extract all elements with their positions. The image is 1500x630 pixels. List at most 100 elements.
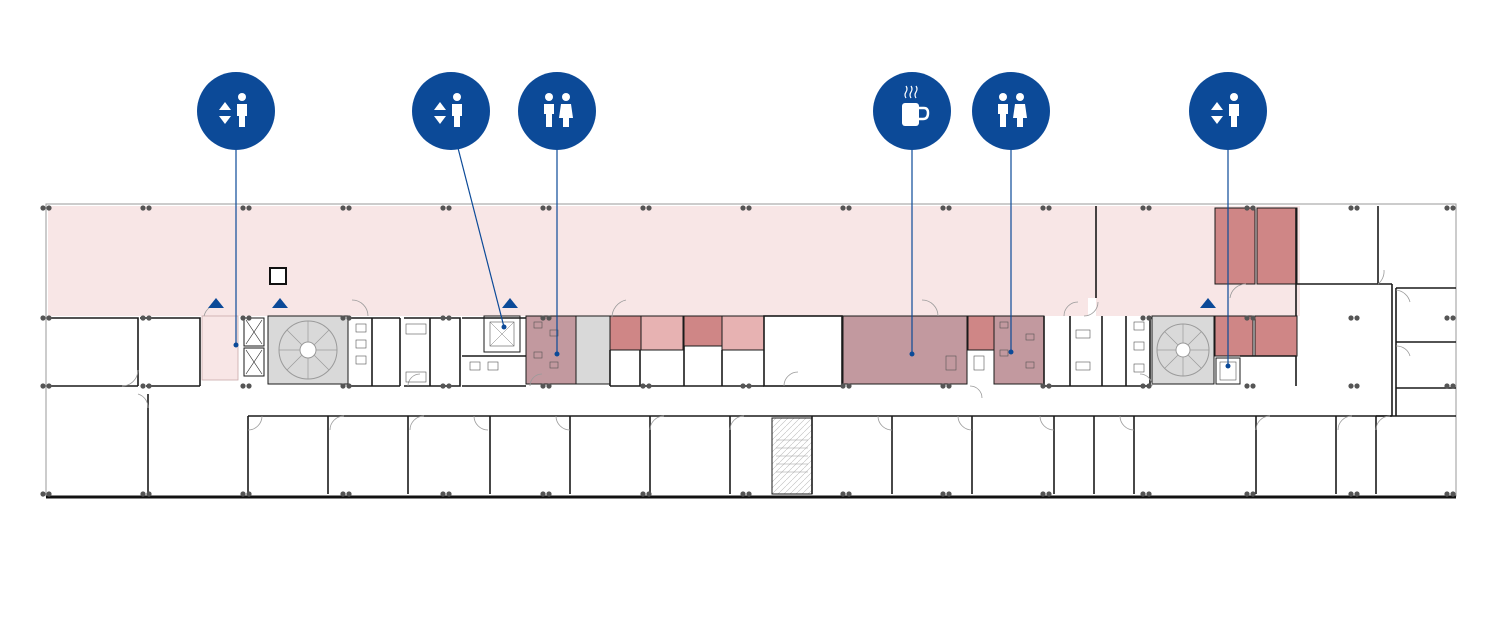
- column: [40, 315, 46, 321]
- marker-elevator-2[interactable]: [412, 72, 490, 150]
- room: [1256, 207, 1298, 285]
- column: [446, 205, 452, 211]
- elevator-icon: [219, 93, 247, 127]
- column: [340, 205, 346, 211]
- room: [967, 315, 995, 351]
- column: [1450, 491, 1456, 497]
- column: [1046, 491, 1052, 497]
- column: [540, 383, 546, 389]
- service-room: [575, 315, 611, 385]
- room: [1214, 207, 1256, 285]
- column: [440, 383, 446, 389]
- column: [740, 205, 746, 211]
- column: [1140, 205, 1146, 211]
- entrance-marker: [272, 298, 288, 308]
- cafe-room: [842, 315, 968, 385]
- column: [1040, 205, 1046, 211]
- structural-columns: [40, 205, 1456, 497]
- column: [346, 491, 352, 497]
- highlighted-rooms: [525, 207, 1298, 385]
- column: [1444, 491, 1450, 497]
- column: [1444, 205, 1450, 211]
- column: [140, 383, 146, 389]
- column: [740, 491, 746, 497]
- room: [1214, 315, 1254, 357]
- column: [1140, 491, 1146, 497]
- elevator-icon: [1211, 93, 1239, 127]
- column: [640, 491, 646, 497]
- column: [1450, 383, 1456, 389]
- marker-elevator-3[interactable]: [1189, 72, 1267, 150]
- column: [540, 315, 546, 321]
- column: [1146, 491, 1152, 497]
- column: [1444, 383, 1450, 389]
- column: [1146, 383, 1152, 389]
- column: [446, 315, 452, 321]
- column: [1244, 383, 1250, 389]
- walls: [48, 206, 1456, 494]
- column: [246, 205, 252, 211]
- column: [40, 491, 46, 497]
- column: [440, 491, 446, 497]
- column: [146, 205, 152, 211]
- column: [46, 491, 52, 497]
- marker-coffee[interactable]: [873, 72, 951, 150]
- doors: [121, 269, 1411, 431]
- column: [1250, 491, 1256, 497]
- room: [609, 315, 642, 351]
- room: [640, 315, 684, 351]
- column: [446, 383, 452, 389]
- column: [946, 383, 952, 389]
- column: [1348, 315, 1354, 321]
- restroom-room: [525, 315, 577, 385]
- column: [1450, 315, 1456, 321]
- column: [646, 205, 652, 211]
- column: [546, 205, 552, 211]
- room: [1254, 315, 1298, 357]
- column: [846, 491, 852, 497]
- leader-lines: [233, 147, 1231, 369]
- column: [46, 205, 52, 211]
- column: [1348, 491, 1354, 497]
- marker-elevator-1[interactable]: [197, 72, 275, 150]
- column: [746, 205, 752, 211]
- column: [546, 315, 552, 321]
- column: [340, 315, 346, 321]
- column: [846, 205, 852, 211]
- column: [40, 205, 46, 211]
- column: [1354, 383, 1360, 389]
- column: [540, 205, 546, 211]
- marker-restroom-2[interactable]: [972, 72, 1050, 150]
- column: [840, 383, 846, 389]
- marker-restroom-1[interactable]: [518, 72, 596, 150]
- column: [46, 315, 52, 321]
- column: [1354, 315, 1360, 321]
- column: [946, 491, 952, 497]
- fixtures: [355, 321, 1145, 383]
- column: [740, 383, 746, 389]
- column: [1250, 315, 1256, 321]
- column: [840, 205, 846, 211]
- stair-cores: [267, 315, 1215, 495]
- column: [1140, 383, 1146, 389]
- column: [240, 383, 246, 389]
- column: [246, 491, 252, 497]
- room: [721, 315, 765, 351]
- column: [340, 383, 346, 389]
- column: [1444, 315, 1450, 321]
- restroom-icon: [998, 93, 1027, 127]
- column: [1244, 491, 1250, 497]
- column: [846, 383, 852, 389]
- column: [940, 205, 946, 211]
- column: [146, 315, 152, 321]
- elevator-icon: [434, 93, 462, 127]
- column: [246, 383, 252, 389]
- column: [146, 491, 152, 497]
- column: [1046, 383, 1052, 389]
- column: [640, 205, 646, 211]
- column: [446, 491, 452, 497]
- restroom-icon: [544, 93, 573, 127]
- column: [146, 383, 152, 389]
- column: [1348, 383, 1354, 389]
